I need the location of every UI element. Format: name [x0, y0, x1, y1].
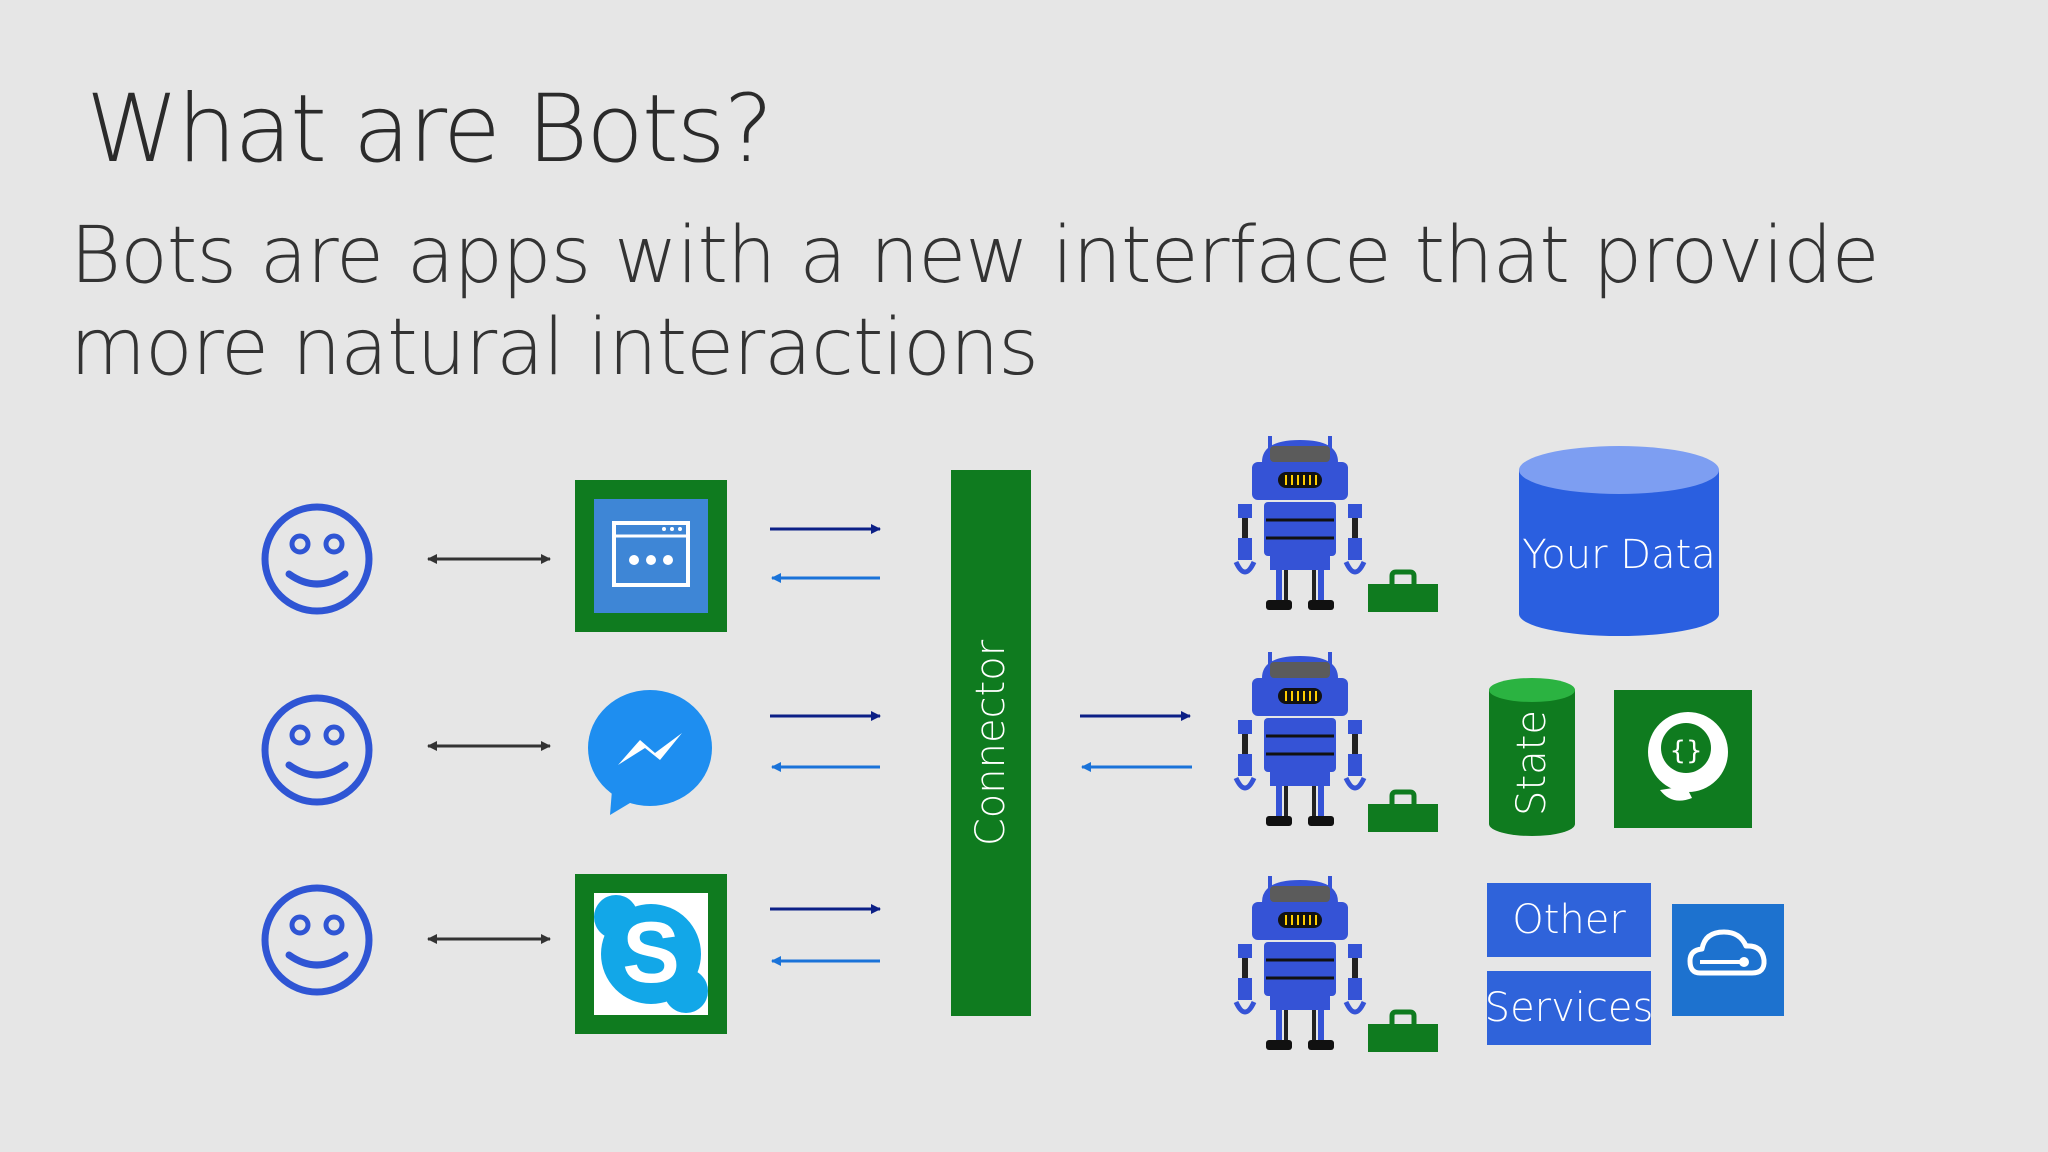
- azure-cloud-icon: [1672, 904, 1784, 1016]
- briefcase-icon-3: [1368, 1012, 1438, 1052]
- bot-robot-icon-3: [1236, 876, 1364, 1050]
- slide-title: What are Bots?: [86, 75, 774, 184]
- other-box: [1487, 883, 1651, 957]
- webchat-channel-icon: [575, 480, 727, 632]
- your-data-label: Your Data: [1522, 532, 1716, 578]
- state-label: State: [1509, 710, 1555, 816]
- connector-label: Connector: [968, 639, 1014, 847]
- connector-bot-arrows: [1080, 711, 1192, 772]
- services-box: [1487, 971, 1651, 1045]
- svg-text:{}: {}: [1669, 736, 1702, 766]
- document-db-icon: {}: [1614, 690, 1752, 828]
- user-smiley-icon-3: [265, 888, 369, 992]
- bot-robot-icon-1: [1236, 436, 1364, 610]
- slide-subtitle: Bots are apps with a new interface that …: [70, 211, 1880, 393]
- briefcase-icon-1: [1368, 572, 1438, 612]
- connector-bar: [951, 470, 1031, 1016]
- user-smiley-icon-2: [265, 698, 369, 802]
- services-label: Services: [1484, 985, 1654, 1031]
- svg-text:S: S: [622, 905, 679, 1001]
- bot-robot-icon-2: [1236, 652, 1364, 826]
- briefcase-icon-2: [1368, 792, 1438, 832]
- user-smiley-icon-1: [265, 507, 369, 611]
- channel-connector-arrows: [770, 524, 881, 966]
- other-label: Other: [1512, 897, 1626, 943]
- state-storage-icon: [1489, 678, 1575, 836]
- your-data-database-icon: [1519, 446, 1719, 636]
- messenger-channel-icon: [588, 690, 712, 815]
- skype-channel-icon: S: [575, 874, 727, 1034]
